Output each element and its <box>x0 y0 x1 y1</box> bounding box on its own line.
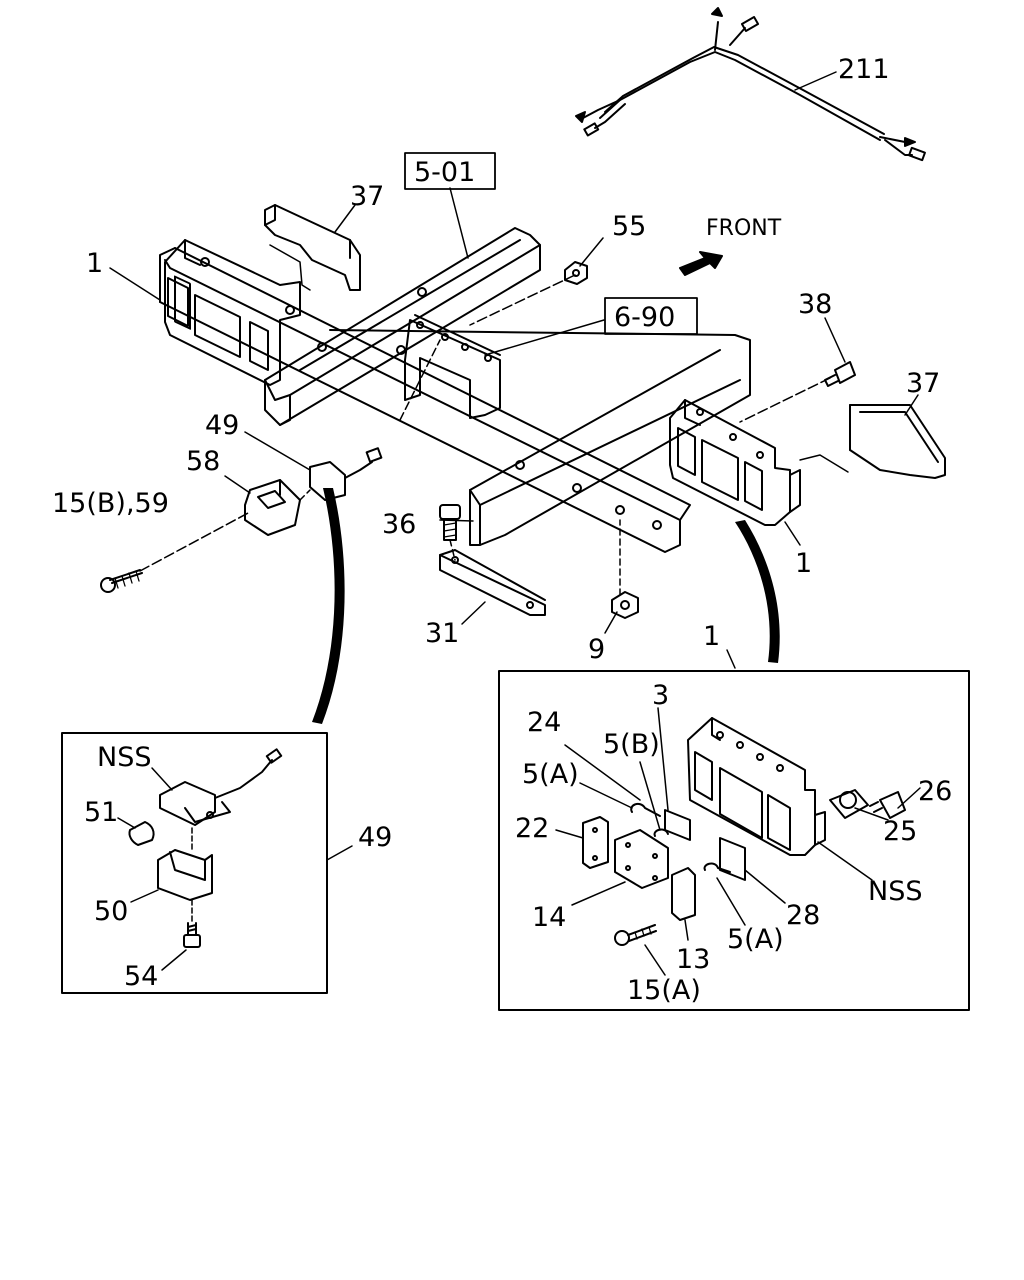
label-51: 51 <box>84 797 118 828</box>
label-14: 14 <box>532 902 566 933</box>
leader-lines <box>109 187 919 669</box>
label-36: 36 <box>382 509 416 540</box>
label-1-right: 1 <box>795 548 812 579</box>
ref-box-6-90 <box>604 297 698 335</box>
cover-58 <box>244 479 301 536</box>
nut-9 <box>611 591 639 619</box>
label-22: 22 <box>515 813 549 844</box>
label-211: 211 <box>838 54 890 85</box>
ref-5-01-text: 5-01 <box>414 157 475 188</box>
label-58: 58 <box>186 446 220 477</box>
clip-37-top <box>264 204 361 291</box>
clip-37-right <box>799 404 946 479</box>
pointer-arrow-left <box>312 488 345 724</box>
label-5b: 5(B) <box>603 729 660 760</box>
label-nss-49: NSS <box>97 742 151 773</box>
label-3: 3 <box>652 680 669 711</box>
label-nss-1: NSS <box>868 876 922 907</box>
label-1-left: 1 <box>86 248 103 279</box>
label-49-detail: 49 <box>358 822 392 853</box>
detail-49-leaders <box>117 767 353 971</box>
label-38: 38 <box>798 289 832 320</box>
label-49: 49 <box>205 410 239 441</box>
label-15b-59: 15(B),59 <box>52 488 169 519</box>
label-5a-bottom: 5(A) <box>727 924 784 955</box>
ref-box-5-01 <box>404 152 496 190</box>
bolt-38 <box>824 361 856 387</box>
detail-box-1 <box>498 670 970 1011</box>
bolt-36 <box>439 504 461 541</box>
nut-55 <box>564 261 588 285</box>
label-25: 25 <box>883 816 917 847</box>
label-26: 26 <box>918 776 952 807</box>
label-24: 24 <box>527 707 561 738</box>
label-5a-top: 5(A) <box>522 759 579 790</box>
detail-1-parts <box>582 717 906 946</box>
front-label: FRONT <box>706 216 782 241</box>
ref-6-90-text: 6-90 <box>614 302 675 333</box>
label-50: 50 <box>94 896 128 927</box>
pointer-arrow-right <box>735 520 780 663</box>
relay-49 <box>309 447 383 501</box>
detail-1-leaders <box>555 707 921 976</box>
label-28: 28 <box>786 900 820 931</box>
label-55: 55 <box>612 211 646 242</box>
detail-49-parts <box>128 748 283 948</box>
label-15a: 15(A) <box>627 975 701 1006</box>
screw-15b <box>100 569 143 593</box>
frame-assembly <box>159 227 801 616</box>
label-31: 31 <box>425 618 459 649</box>
front-arrow-icon <box>679 251 723 276</box>
label-1-box: 1 <box>703 621 720 652</box>
detail-box-49 <box>61 732 328 994</box>
label-13: 13 <box>676 944 710 975</box>
label-37-top: 37 <box>350 181 384 212</box>
label-9: 9 <box>588 634 605 665</box>
label-37-right: 37 <box>906 368 940 399</box>
wiring-harness <box>575 7 926 162</box>
label-54: 54 <box>124 961 158 992</box>
